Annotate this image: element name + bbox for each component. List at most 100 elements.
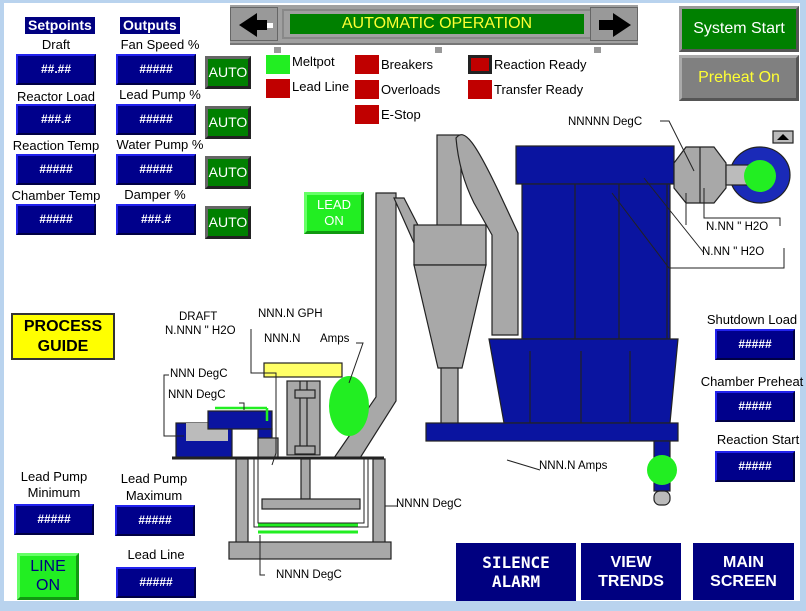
conveyor-amps-readout: NNN.N Amps — [539, 460, 608, 472]
lead-pump-min-label-line2: Minimum — [27, 485, 81, 500]
meltpot-label: Meltpot — [292, 54, 335, 69]
e-stop-label: E-Stop — [381, 107, 421, 122]
line-on-line1: LINE — [30, 558, 66, 575]
left-arrow-icon — [239, 13, 273, 37]
e-stop-indicator — [355, 105, 379, 124]
line-on-button[interactable]: LINE ON — [17, 553, 79, 600]
meltpot-indicator — [266, 55, 290, 74]
main-screen-line1: MAIN — [723, 553, 764, 571]
rotary-valve-outlet — [653, 490, 671, 506]
damper-auto-button[interactable]: AUTO — [205, 206, 251, 239]
cyclone-body — [413, 224, 487, 266]
lead-transfer-pipe — [207, 410, 273, 430]
lead-pump-min-label-line1: Lead Pump — [20, 469, 88, 484]
setpoint-reaction-temp-field[interactable]: ##### — [16, 154, 96, 185]
output-water-pump-field[interactable]: ##### — [116, 154, 196, 185]
cyclone-cone — [413, 264, 487, 369]
lead-pump-max-field[interactable]: ##### — [115, 505, 195, 536]
draft-readout: N.NNN " H2O — [165, 325, 236, 337]
process-guide-line2: GUIDE — [37, 338, 89, 355]
output-lead-pump-field[interactable]: ##### — [116, 104, 196, 135]
pump-motor — [263, 362, 343, 378]
outputs-header: Outputs — [120, 17, 180, 34]
line-on-line2: ON — [36, 577, 60, 594]
silence-alarm-line2: ALARM — [491, 572, 541, 591]
fan-running-indicator — [744, 160, 776, 192]
lead-flow-readout: NNN.N GPH — [258, 308, 323, 320]
pot-temp-readout-2: NNN DegC — [168, 389, 226, 401]
screw-conveyor — [425, 422, 679, 442]
lead-on-line2: ON — [324, 213, 344, 228]
output-label-lead-pump: Lead Pump % — [119, 87, 201, 102]
overloads-indicator — [355, 80, 379, 99]
system-start-button[interactable]: System Start — [679, 6, 799, 52]
cyclone-dropleg — [440, 367, 459, 425]
view-trends-line2: TRENDS — [598, 572, 664, 590]
next-screen-button[interactable] — [590, 7, 638, 41]
reactor-temp-side-readout: NNNN DegC — [396, 498, 462, 510]
reaction-ready-label: Reaction Ready — [494, 57, 587, 72]
output-label-damper: Damper % — [124, 187, 186, 202]
setpoint-draft-field[interactable]: ##.## — [16, 54, 96, 85]
lead-line-setpoint-field[interactable]: ##### — [116, 567, 196, 598]
pump-amps-readout: NNN.N — [264, 333, 301, 345]
reactor-wall-right — [372, 458, 386, 550]
draft-label: DRAFT — [179, 311, 218, 323]
setpoint-label-draft: Draft — [41, 37, 71, 52]
reactor-wall-left — [235, 458, 249, 550]
reaction-start-label: Reaction Start — [716, 432, 800, 447]
setpoints-header: Setpoints — [25, 17, 95, 34]
output-damper-field[interactable]: ###.# — [116, 204, 196, 235]
baghouse-hopper — [488, 338, 679, 424]
main-screen-line2: SCREEN — [710, 572, 777, 590]
cyclone-outlet-pipe — [436, 134, 462, 228]
lead-line-label: Lead Line — [292, 79, 350, 94]
lead-line-setpoint-label: Lead Line — [127, 547, 185, 562]
output-fan-speed-field[interactable]: ##### — [116, 54, 196, 85]
lead-pump-min-field[interactable]: ##### — [14, 504, 94, 535]
banner-tab — [594, 47, 601, 53]
lead-pump-max-label-line2: Maximum — [125, 488, 183, 503]
exhaust-temp-readout: NNNNN DegC — [568, 116, 643, 128]
breakers-label: Breakers — [381, 57, 434, 72]
banner-tab — [274, 47, 281, 53]
rotary-valve-running-indicator — [647, 455, 677, 485]
overloads-label: Overloads — [381, 82, 441, 97]
output-label-fan-speed: Fan Speed % — [120, 37, 200, 52]
setpoint-chamber-temp-field[interactable]: ##### — [16, 204, 96, 235]
prev-screen-button[interactable] — [230, 7, 278, 41]
fan-speed-auto-button[interactable]: AUTO — [205, 56, 251, 89]
setpoint-label-reactor-load: Reactor Load — [16, 89, 96, 104]
pump-amps-label: Amps — [320, 333, 350, 345]
reaction-start-field[interactable]: ##### — [715, 451, 795, 482]
chamber-preheat-label: Chamber Preheat — [700, 374, 804, 389]
lead-pump-min-label: Lead Pump Minimum — [14, 469, 94, 501]
reactor-base — [228, 541, 392, 560]
lead-pump-max-label-line1: Lead Pump — [120, 471, 188, 486]
process-guide-button[interactable]: PROCESS GUIDE — [11, 313, 115, 360]
breakers-indicator — [355, 55, 379, 74]
transfer-ready-indicator — [468, 80, 492, 99]
silence-alarm-line1: SILENCE — [482, 553, 550, 572]
right-arrow-icon — [599, 13, 631, 37]
up-arrow-icon — [777, 134, 789, 140]
process-guide-line1: PROCESS — [23, 318, 103, 335]
baghouse-pressure-readout: N.NN " H2O — [702, 246, 765, 258]
setpoint-label-reaction-temp: Reaction Temp — [12, 138, 100, 153]
shutdown-load-field[interactable]: ##### — [715, 329, 795, 360]
banner-outer: AUTOMATIC OPERATION — [282, 9, 592, 39]
preheat-on-button[interactable]: Preheat On — [679, 55, 799, 101]
shutdown-load-label: Shutdown Load — [706, 312, 798, 327]
lead-pump-auto-button[interactable]: AUTO — [205, 106, 251, 139]
setpoint-reactor-load-field[interactable]: ###.# — [16, 104, 96, 135]
pump-motor-running-indicator — [329, 376, 369, 436]
fan-pressure-readout: N.NN " H2O — [706, 221, 769, 233]
banner-tab — [435, 47, 442, 53]
lead-on-button[interactable]: LEAD ON — [304, 192, 364, 234]
reactor-agitator — [261, 498, 361, 510]
water-pump-auto-button[interactable]: AUTO — [205, 156, 251, 189]
chamber-preheat-field[interactable]: ##### — [715, 391, 795, 422]
